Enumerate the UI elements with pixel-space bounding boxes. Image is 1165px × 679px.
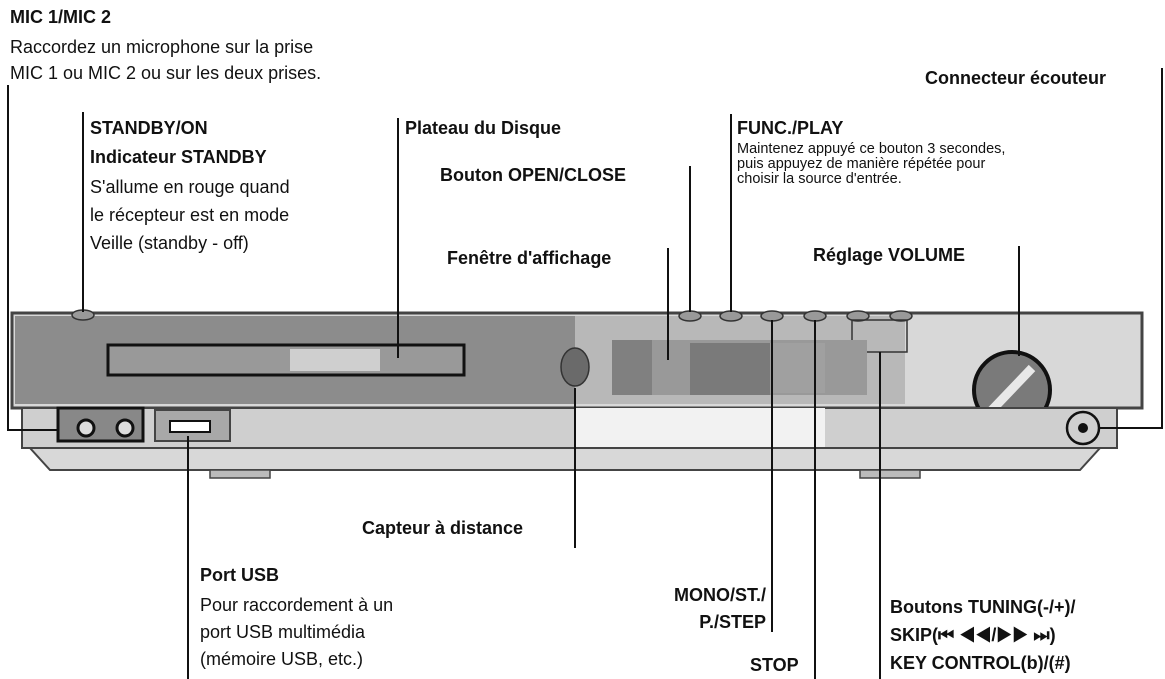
mic2-jack [115,418,135,438]
usb-port-slot [169,420,211,433]
disc-tray-label: Plateau du Disque [405,118,562,138]
standby-label: STANDBY/ON [90,118,208,138]
receiver-base [27,447,1103,471]
mic1-jack [76,418,96,438]
func-play-button [719,310,743,322]
remote-sensor-label: Capteur à distance [362,518,524,538]
usb-label: Port USB [200,565,280,585]
stop-label: STOP [750,655,799,675]
mono-label-line2: P./STEP [699,612,766,632]
usb-desc-line3: (mémoire USB, etc.) [200,649,364,669]
mono-label-line1: MONO/ST./ [673,585,766,605]
func-play-label: FUNC./PLAY [737,118,844,138]
volume-label: Réglage VOLUME [813,245,966,265]
standby-desc-line1: S'allume en rouge quand [90,177,290,197]
tuning-label-line3: KEY CONTROL(b)/(#) [890,653,1071,673]
tuning-label-line2: SKIP(⏮ ◀◀/▶▶ ⏭) [890,625,1056,645]
func-desc-line1: Maintenez appuyé ce bouton 3 secondes, [737,141,1006,157]
display-label: Fenêtre d'affichage [447,248,612,268]
open-close-label: Bouton OPEN/CLOSE [440,165,626,185]
mono-button [760,310,784,322]
func-desc-line3: choisir la source d'entrée. [737,171,902,187]
standby-indicator-label: Indicateur STANDBY [90,147,267,167]
open-close-button [678,310,702,322]
standby-desc-line2: le récepteur est en mode [90,205,290,225]
stop-button [803,310,827,322]
tuning-plus-button [889,310,913,322]
func-desc-line2: puis appuyez de manière répétée pour [737,156,986,172]
mic-label: MIC 1/MIC 2 [10,7,112,27]
disc-tray-slot [106,343,466,377]
tuning-label-line1: Boutons TUNING(-/+)/ [890,597,1076,617]
usb-desc-line2: port USB multimédia [200,622,366,642]
tuning-minus-button [846,310,870,322]
standby-desc-line3: Veille (standby - off) [90,233,249,253]
headphone-label: Connecteur écouteur [925,68,1107,88]
mic-desc-line1: Raccordez un microphone sur la prise [10,37,314,57]
usb-desc-line1: Pour raccordement à un [200,595,394,615]
mic-desc-line2: MIC 1 ou MIC 2 ou sur les deux prises. [10,63,322,83]
remote-sensor [560,347,590,387]
